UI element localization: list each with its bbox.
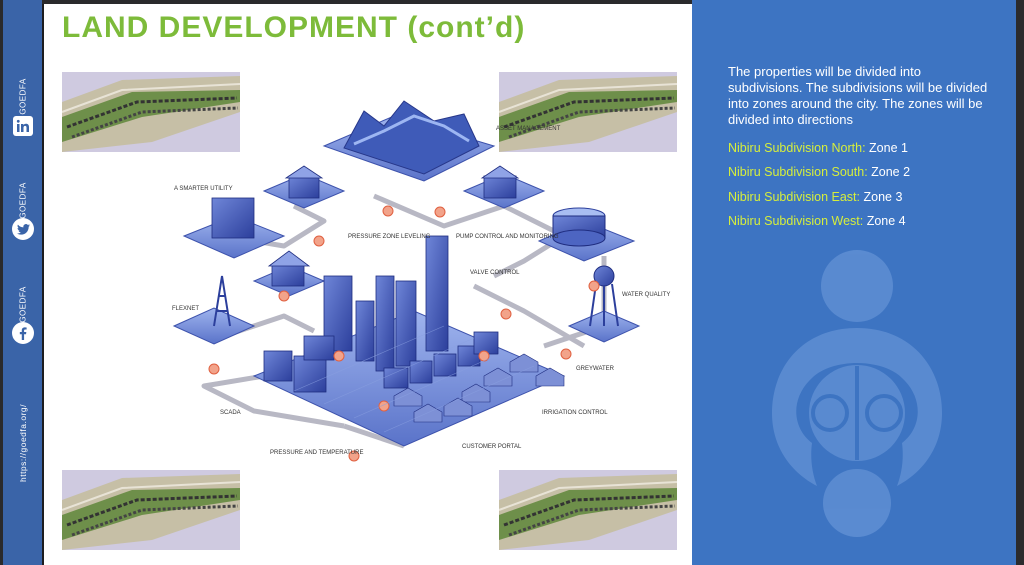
label-customer-portal: CUSTOMER PORTAL [462, 444, 522, 450]
brand-label-2: GOEDFA [18, 182, 27, 219]
zone-west-label: Nibiru Subdivision West: [728, 214, 864, 228]
linkedin-icon[interactable] [13, 116, 33, 136]
label-greywater: GREYWATER [576, 366, 615, 372]
zone-south-value: Zone 2 [867, 165, 911, 179]
label-asset-management: ASSET MANAGEMENT [496, 126, 561, 132]
zone-north-value: Zone 1 [865, 141, 908, 155]
label-irrigation: IRRIGATION CONTROL [542, 410, 608, 416]
zone-west: Nibiru Subdivision West: Zone 4 [728, 214, 906, 228]
zone-north: Nibiru Subdivision North: Zone 1 [728, 141, 908, 155]
zone-west-value: Zone 4 [863, 214, 906, 228]
intro-text: The properties will be divided into subd… [728, 64, 988, 127]
zone-south: Nibiru Subdivision South: Zone 2 [728, 165, 910, 179]
label-water-quality: WATER QUALITY [622, 292, 671, 298]
label-scada: SCADA [220, 410, 241, 416]
brand-label-1: GOEDFA [18, 78, 27, 115]
label-valve-control: VALVE CONTROL [470, 270, 520, 276]
label-pump-control: PUMP CONTROL AND MONITORING [456, 234, 559, 240]
label-smarter-utility: A SMARTER UTILITY [174, 186, 233, 192]
label-flexnet: FLEXNET [172, 306, 200, 312]
subdivision-image-bottom-right [499, 470, 677, 550]
zone-north-label: Nibiru Subdivision North: [728, 141, 866, 155]
social-sidebar: GOEDFA GOEDFA GOEDFA https://goedfa.org/ [3, 0, 42, 565]
smart-utility-diagram: ASSET MANAGEMENT A SMARTER UTILITY PRESS… [144, 86, 670, 476]
twitter-icon[interactable] [12, 218, 34, 240]
window-frame-left [0, 0, 3, 565]
zone-east-label: Nibiru Subdivision East: [728, 190, 861, 204]
slide-content: LAND DEVELOPMENT (cont’d) [44, 4, 692, 565]
website-url[interactable]: https://goedfa.org/ [17, 403, 28, 483]
info-panel: The properties will be divided into subd… [692, 0, 1016, 565]
label-pressure-zone: PRESSURE ZONE LEVELING [348, 234, 431, 240]
subdivision-image-bottom-left [62, 470, 240, 550]
subdivision-image-top-right [499, 72, 677, 152]
brand-label-3: GOEDFA [18, 286, 27, 323]
window-frame-top [0, 0, 1024, 4]
window-frame-right [1016, 0, 1024, 565]
zone-east: Nibiru Subdivision East: Zone 3 [728, 190, 902, 204]
facebook-icon[interactable] [12, 322, 34, 344]
subdivision-image-top-left [62, 72, 240, 152]
zone-east-value: Zone 3 [860, 190, 903, 204]
slide-title: LAND DEVELOPMENT (cont’d) [62, 11, 526, 44]
label-pressure-temperature: PRESSURE AND TEMPERATURE [270, 450, 364, 456]
zone-south-label: Nibiru Subdivision South: [728, 165, 868, 179]
watermark-logo-icon [772, 250, 942, 537]
